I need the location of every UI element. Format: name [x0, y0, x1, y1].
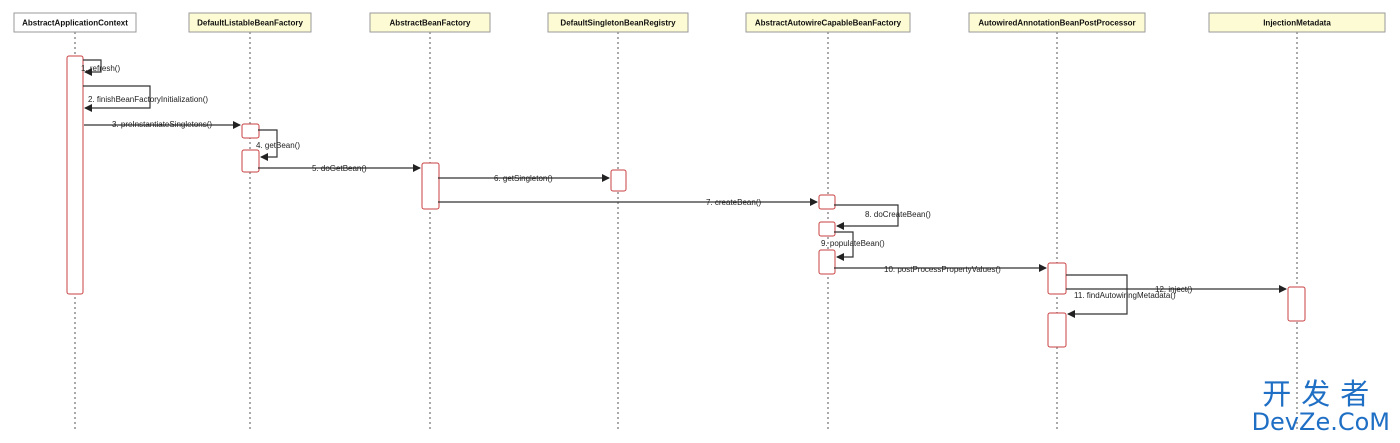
lifeline-header-label: AbstractAutowireCapableBeanFactory: [755, 19, 902, 28]
message-5: 5. doGetBean(): [258, 164, 421, 173]
message-label: 9. populateBean(): [821, 239, 885, 248]
activation-bar: [818, 249, 836, 275]
message-label: 10. postProcessPropertyValues(): [884, 265, 1001, 274]
message-8: 8. doCreateBean(): [834, 204, 931, 230]
message-1: 1. refresh(): [81, 59, 120, 76]
activation-bar: [818, 194, 836, 210]
lifeline-abstractbeanfactory: AbstractBeanFactory: [369, 12, 491, 430]
lifeline-header-box: [13, 12, 137, 33]
watermark-site: DevZe.CoM: [1251, 408, 1390, 436]
message-10: 10. postProcessPropertyValues(): [834, 264, 1047, 274]
lifeline-header-box: [369, 12, 491, 33]
lifeline-header-label: InjectionMetadata: [1263, 19, 1331, 28]
activation-bar: [1287, 286, 1306, 322]
activation-bar: [818, 221, 836, 237]
message-label: 8. doCreateBean(): [865, 210, 931, 219]
message-arrow: [83, 85, 151, 112]
activation-bar: [241, 149, 260, 173]
message-12: 12. inject(): [1066, 285, 1287, 294]
activation-bar: [1047, 262, 1067, 295]
lifeline-header-label: DefaultListableBeanFactory: [197, 19, 303, 28]
message-7: 7. createBean(): [438, 198, 818, 207]
message-3: 3. preInstantiateSingletons(): [84, 120, 241, 129]
lifeline-injectionmetadata: InjectionMetadata: [1208, 12, 1386, 430]
lifeline-header-box: [547, 12, 689, 33]
activation-bar: [1047, 312, 1067, 348]
message-label: 2. finishBeanFactoryInitialization(): [88, 95, 208, 104]
message-arrow: [258, 129, 278, 161]
lifeline-header-label: AbstractBeanFactory: [390, 19, 471, 28]
message-label: 3. preInstantiateSingletons(): [112, 120, 212, 129]
message-4: 4. getBean(): [256, 129, 300, 161]
watermark: 开发者 DevZe.CoM: [1252, 379, 1390, 435]
message-arrow: [83, 59, 102, 76]
message-label: 5. doGetBean(): [312, 164, 367, 173]
watermark-chinese: 开发者: [1262, 377, 1380, 411]
activation-bar: [421, 162, 440, 210]
lifeline-abstractautowirecapablebeanfactory: AbstractAutowireCapableBeanFactory: [745, 12, 911, 430]
message-label: 12. inject(): [1155, 285, 1193, 294]
lifeline-header-box: [745, 12, 911, 33]
activation-bar: [66, 55, 84, 295]
message-label: 6. getSingleton(): [494, 174, 553, 183]
activation-bar: [610, 169, 627, 192]
message-9: 9. populateBean(): [821, 231, 885, 261]
message-11: 11. findAutowiringMetadata(): [1066, 274, 1176, 318]
message-arrow: [834, 204, 899, 230]
activation-bar: [241, 123, 260, 139]
message-label: 4. getBean(): [256, 141, 300, 150]
lifeline-header-box: [1208, 12, 1386, 33]
lifeline-defaultsingletonbeanregistry: DefaultSingletonBeanRegistry: [547, 12, 689, 430]
message-2: 2. finishBeanFactoryInitialization(): [83, 85, 208, 112]
message-label: 7. createBean(): [706, 198, 761, 207]
message-arrow: [1066, 274, 1128, 318]
lifeline-header-label: DefaultSingletonBeanRegistry: [560, 19, 676, 28]
lifeline-header-box: [968, 12, 1146, 33]
message-label: 1. refresh(): [81, 64, 120, 73]
message-6: 6. getSingleton(): [438, 174, 610, 183]
message-label: 11. findAutowiringMetadata(): [1074, 291, 1176, 300]
lifeline-defaultlistablebeanfactory: DefaultListableBeanFactory: [188, 12, 312, 430]
message-arrow: [834, 231, 854, 261]
lifeline-autowiredannotationbeanpostprocessor: AutowiredAnnotationBeanPostProcessor: [968, 12, 1146, 430]
lifeline-header-label: AbstractApplicationContext: [22, 19, 128, 28]
lifeline-header-box: [188, 12, 312, 33]
lifeline-header-label: AutowiredAnnotationBeanPostProcessor: [978, 19, 1135, 28]
